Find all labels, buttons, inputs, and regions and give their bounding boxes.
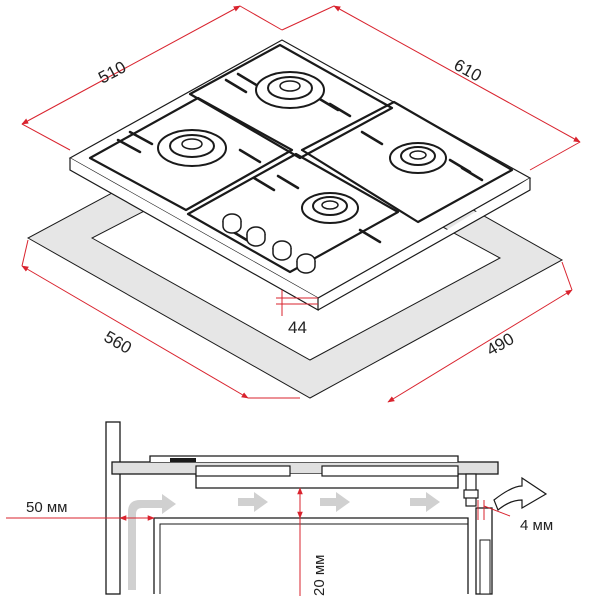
label-cutout-560: 560 <box>101 327 135 358</box>
burner-left <box>157 129 227 167</box>
burners <box>157 71 447 224</box>
label-depth-610: 610 <box>451 55 485 85</box>
exhaust-arrow-icon <box>493 476 548 511</box>
dim-line-560 <box>21 265 249 399</box>
control-knobs <box>222 213 316 274</box>
burner-rear <box>255 71 325 109</box>
dim-line-490 <box>387 289 573 403</box>
label-cutout-490: 490 <box>483 329 517 360</box>
hob-top-plate <box>149 455 459 462</box>
label-rear-gap: 4 мм <box>520 517 553 534</box>
grate-front-left <box>186 152 400 274</box>
airflow-arrows <box>128 492 440 590</box>
cabinet-shelf <box>153 517 469 594</box>
burner-front <box>301 192 359 224</box>
label-side-gap: 50 мм <box>26 499 67 516</box>
knob-3 <box>272 240 292 261</box>
dimension-lines-section <box>6 487 511 596</box>
knob-2 <box>246 226 266 247</box>
knob-1 <box>222 213 242 234</box>
label-bottom-gap: 20 мм <box>311 555 328 596</box>
label-offset-44: 44 <box>288 318 307 337</box>
knob-4 <box>296 253 316 274</box>
dim-line-510 <box>21 5 241 125</box>
label-width-510: 510 <box>95 57 129 87</box>
left-cabinet-wall <box>105 421 121 595</box>
dim-line-610 <box>333 5 581 143</box>
burner-right <box>389 142 447 174</box>
dimension-lines-top <box>21 5 581 403</box>
section-view: 50 мм 20 мм 4 мм <box>6 421 553 596</box>
hob-underside <box>195 474 459 489</box>
